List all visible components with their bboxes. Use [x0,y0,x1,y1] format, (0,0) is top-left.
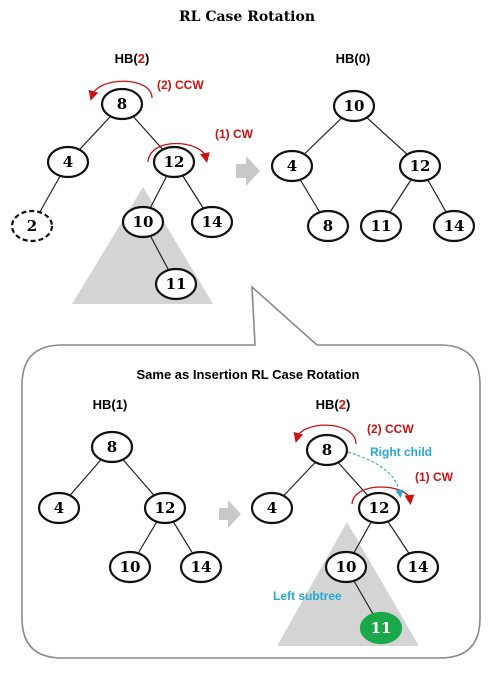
page-title: RL Case Rotation [179,9,315,25]
callout-subtitle: Same as Insertion RL Case Rotation [137,367,360,382]
svg-text:14: 14 [191,558,212,576]
tree-node: 8 [90,430,134,464]
svg-text:12: 12 [369,499,390,517]
deleted-node: 2 [10,209,54,243]
right-child-annotation: Right child [370,445,432,459]
left-subtree-annotation: Left subtree [273,589,342,603]
svg-text:14: 14 [408,558,429,576]
tree-node: 12 [398,149,442,183]
svg-text:14: 14 [444,217,465,235]
tree-node: 10 [332,89,376,123]
svg-text:10: 10 [133,213,154,231]
tree-node: 8 [305,433,349,467]
tree-node: 10 [324,550,368,584]
svg-text:2: 2 [27,217,37,235]
svg-text:10: 10 [120,558,141,576]
tree-node: 4 [270,149,314,183]
top-left-hb-label: HB(2) [115,51,150,66]
top-right-hb-label: HB(0) [336,51,371,66]
transform-arrow-icon [219,500,241,528]
tree-node: 4 [250,491,294,525]
tree-node: 8 [100,87,144,121]
right-child-pointer-icon [347,451,404,498]
ccw-rotation-arrow-icon [293,424,357,445]
cw-rotation-arrow-icon [147,142,210,163]
bottom-right-hb-label: HB(2) [316,397,351,412]
svg-text:4: 4 [267,499,277,517]
svg-text:12: 12 [410,157,431,175]
bottom-left-tree: HB(1) 8 4 12 10 14 [37,397,223,584]
tree-node: 14 [179,550,223,584]
svg-text:8: 8 [322,441,332,459]
ccw-rotation-label: (2) CCW [157,78,204,92]
inserted-node: 11 [359,611,403,645]
tree-node: 8 [306,209,350,243]
svg-text:4: 4 [287,157,297,175]
cw-rotation-label: (1) CW [215,127,254,141]
svg-text:8: 8 [323,217,333,235]
bottom-right-tree: HB(2) (2) CCW (1) CW Right child Left su… [250,397,454,646]
svg-text:14: 14 [202,213,223,231]
tree-node: 12 [152,145,196,179]
tree-node: 12 [357,491,401,525]
svg-text:11: 11 [371,217,392,235]
cw-rotation-label: (1) CW [415,470,454,484]
tree-node: 14 [190,205,234,239]
svg-text:12: 12 [164,153,185,171]
tree-node: 12 [143,491,187,525]
callout-bubble [21,285,481,659]
ccw-rotation-label: (2) CCW [367,422,414,436]
svg-text:8: 8 [117,95,127,113]
ccw-rotation-arrow-icon [88,80,153,101]
tree-node: 11 [154,267,198,301]
tree-node: 4 [46,145,90,179]
tree-node: 11 [359,209,403,243]
bottom-left-hb-label: HB(1) [93,397,128,412]
tree-node: 10 [121,205,165,239]
tree-node: 14 [432,209,476,243]
cw-rotation-arrow-icon [351,486,415,505]
top-right-tree: HB(0) 10 4 12 8 11 14 [270,51,476,243]
svg-text:8: 8 [107,438,117,456]
svg-text:4: 4 [54,499,64,517]
transform-arrow-icon [236,156,260,186]
svg-text:11: 11 [166,275,187,293]
top-left-tree: HB(2) (2) CCW (1) CW 8 4 12 2 10 14 11 [10,51,254,304]
tree-node: 4 [37,491,81,525]
svg-text:12: 12 [155,499,176,517]
tree-node: 14 [396,550,440,584]
svg-text:11: 11 [371,619,392,637]
svg-text:10: 10 [336,558,357,576]
tree-node: 10 [108,550,152,584]
svg-text:4: 4 [63,153,73,171]
svg-text:10: 10 [344,97,365,115]
